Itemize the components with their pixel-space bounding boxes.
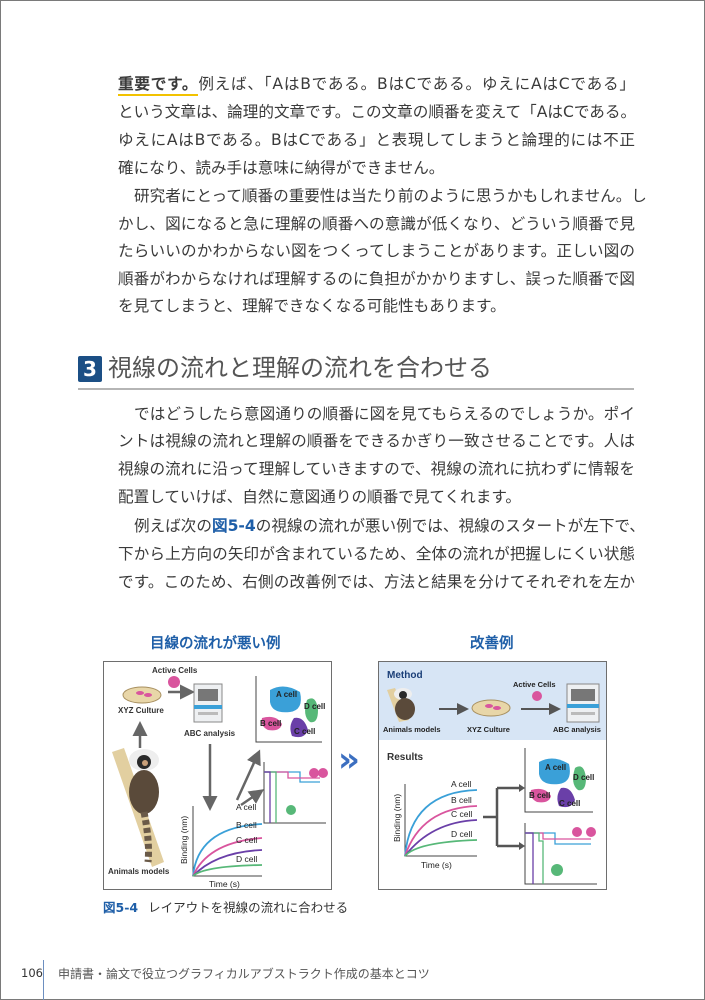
cell-icon [168, 676, 180, 688]
marmoset-illustration [112, 748, 164, 867]
cluster-a [270, 686, 301, 713]
caption-text: レイアウトを視線の流れに合わせる [148, 900, 349, 915]
text: 例えば、「AはBである。BはCである。ゆえにAはCである」 [198, 75, 635, 93]
cluster-d [305, 698, 318, 723]
survival-plot [524, 823, 597, 885]
label-d-cell: D cell [304, 702, 325, 711]
figure-caption: 図5-4 レイアウトを視線の流れに合わせる [103, 897, 348, 916]
label-xyz-culture: XYZ Culture [467, 725, 510, 734]
label-animals-models: Animals models [383, 725, 441, 734]
label-d-cell: D cell [451, 829, 472, 839]
label-a-cell: A cell [236, 802, 256, 812]
body-line: ゆえにAはBである。BはCである」と表現してしまうと論理的には不正 [118, 131, 635, 149]
text: 例えば次の [134, 517, 212, 535]
label-c-cell: C cell [294, 727, 315, 736]
branch-arrow [483, 786, 519, 848]
analyzer-icon [566, 683, 600, 723]
figure-reference: 図5-4 [211, 517, 256, 535]
body-line: 視線の流れに沿って理解していきますので、視線の流れに抗わずに情報を [118, 460, 635, 478]
label-animals-models: Animals models [108, 867, 170, 876]
label-a-cell: A cell [276, 690, 297, 699]
footer-divider [43, 960, 44, 1000]
label-c-cell: C cell [451, 809, 472, 819]
body-line: 研究者にとって順番の重要性は当たり前のように思うかもしれません。し [134, 187, 647, 205]
label-a-cell: A cell [451, 779, 471, 789]
figure-number: 図5-4 [103, 900, 139, 915]
heading-rule [78, 388, 634, 390]
label-b-cell: B cell [236, 820, 257, 830]
body-line: を見てしまうと、理解できなくなる可能性もあります。 [118, 297, 506, 315]
label-b-cell: B cell [529, 791, 550, 800]
label-c-cell: C cell [236, 835, 257, 845]
marmoset-icon [387, 688, 415, 722]
arrow-heads [519, 784, 525, 850]
body-line: という文章は、論理的文章です。この文章の順番を変えて「AはCである。 [118, 103, 637, 121]
cluster-b [261, 716, 282, 731]
y-axis-label: Binding (nm) [392, 794, 402, 842]
text: の視線の流れが悪い例では、視線のスタートが左下で、 [255, 517, 645, 535]
petri-dish-icon [122, 686, 162, 704]
label-a-cell: A cell [545, 763, 566, 772]
label-b-cell: B cell [451, 795, 472, 805]
body-line: 下から上方向の矢印が含まれているため、全体の流れが把握しにくい状態 [118, 545, 635, 563]
chevron-right-icon: » [338, 740, 360, 780]
label-c-cell: C cell [559, 799, 580, 808]
scatter-plot: A cell D cell B cell C cell [524, 748, 594, 813]
body-line: たらいいのかわからない図をつくってしまうことがあります。正しい図の [118, 242, 635, 260]
label-d-cell: D cell [236, 854, 257, 864]
label-abc-analysis: ABC analysis [184, 729, 236, 738]
body-line: かし、図になると急に理解の順番への意識が低くなり、どういう順番で見 [118, 215, 635, 233]
body-line: 順番がわからなければ理解するのに負担がかかりますし、誤った順番で図 [118, 270, 635, 288]
method-heading: Method [387, 670, 423, 681]
cluster-c [290, 717, 308, 738]
arrow [240, 789, 265, 807]
scatter-plot: A cell D cell B cell C cell [255, 676, 325, 743]
improved-example-title: 改善例 [470, 636, 514, 652]
arrow [235, 749, 261, 801]
body-line: ではどうしたら意図通りの順番に図を見てもらえるのでしょうか。ポイ [134, 405, 635, 423]
emphasis-text: 重要です。 [118, 75, 199, 96]
body-line: 配置していけば、自然に意図通りの順番で見てくれます。 [118, 488, 521, 506]
label-b-cell: B cell [260, 719, 281, 728]
body-line: 確になり、読み手は意味に納得ができません。 [118, 159, 445, 177]
bad-example-figure: Active Cells XYZ Culture ABC analysis An… [103, 661, 332, 890]
y-axis-label: Binding (nm) [179, 816, 189, 864]
body-line: です。このため、右側の改善例では、方法と結果を分けてそれぞれを左か [118, 573, 635, 591]
analyzer-icon [193, 683, 223, 723]
bad-example-title: 目線の流れが悪い例 [150, 636, 281, 652]
section-number-badge: 3 [78, 356, 102, 382]
page-number: 106 [21, 966, 43, 980]
book-title: 申請書・論文で役立つグラフィカルアブストラクト作成の基本とコツ [58, 967, 430, 981]
survival-plot [263, 762, 328, 824]
body-line: 例えば次の図5-4の視線の流れが悪い例では、視線のスタートが左下で、 [134, 516, 645, 536]
x-axis-label: Time (s) [421, 860, 452, 870]
label-active-cells: Active Cells [513, 680, 556, 689]
x-axis-label: Time (s) [209, 879, 240, 889]
petri-dish-icon [471, 699, 511, 717]
results-heading: Results [387, 752, 424, 763]
label-abc-analysis: ABC analysis [553, 725, 601, 734]
binding-curve-plot: A cell B cell C cell D cell Binding (nm)… [392, 779, 478, 870]
body-line: 重要です。例えば、「AはBである。BはCである。ゆえにAはCである」 [118, 74, 635, 96]
cell-icon [532, 691, 542, 701]
binding-curve-plot: A cell B cell C cell D cell Binding (nm)… [179, 802, 263, 889]
improved-example-figure: Method Animals models XYZ Culture Active… [378, 661, 607, 890]
label-active-cells: Active Cells [152, 666, 198, 675]
label-xyz-culture: XYZ Culture [118, 706, 164, 715]
body-line: ントは視線の流れと理解の順番をできるかぎり一致させることです。人は [118, 432, 635, 450]
section-heading: 視線の流れと理解の流れを合わせる [108, 354, 492, 382]
label-d-cell: D cell [573, 773, 594, 782]
